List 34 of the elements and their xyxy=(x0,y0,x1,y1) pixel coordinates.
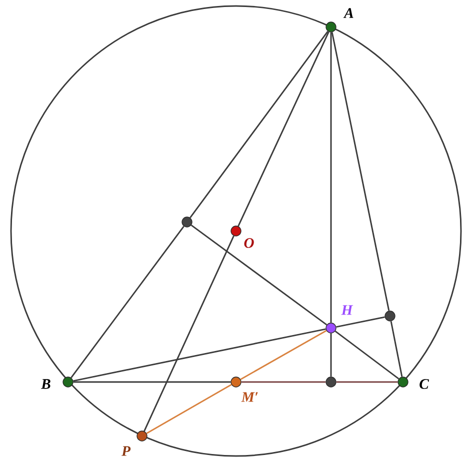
point-label: O xyxy=(244,238,254,248)
point xyxy=(230,226,242,236)
point xyxy=(62,376,74,388)
point xyxy=(384,310,396,322)
line-segment xyxy=(144,236,234,432)
point xyxy=(136,430,148,442)
point-label: C xyxy=(420,379,430,389)
line-segment xyxy=(331,32,390,311)
line-segment xyxy=(70,226,184,378)
line-segment xyxy=(190,224,328,326)
line-segment xyxy=(390,321,403,377)
point xyxy=(326,376,336,388)
line-segment xyxy=(336,316,385,328)
line-segment xyxy=(73,328,326,382)
point xyxy=(230,376,242,388)
line-segment xyxy=(190,30,328,218)
line-segment xyxy=(330,32,332,323)
line-segment xyxy=(73,381,231,383)
line-segment xyxy=(238,32,330,226)
line-segment xyxy=(330,333,332,377)
point-label: M′ xyxy=(241,392,258,402)
point xyxy=(182,216,192,228)
point xyxy=(326,322,336,334)
point xyxy=(398,376,408,388)
point-label: H xyxy=(341,305,354,315)
point-label: A xyxy=(343,8,354,18)
line-segment xyxy=(146,384,232,434)
line-segment xyxy=(336,381,398,383)
line-segment xyxy=(240,330,327,380)
point xyxy=(326,22,336,32)
line-segment xyxy=(334,330,400,380)
point-label: P xyxy=(122,446,131,456)
line-segment xyxy=(241,381,326,383)
point-label: B xyxy=(40,379,50,389)
